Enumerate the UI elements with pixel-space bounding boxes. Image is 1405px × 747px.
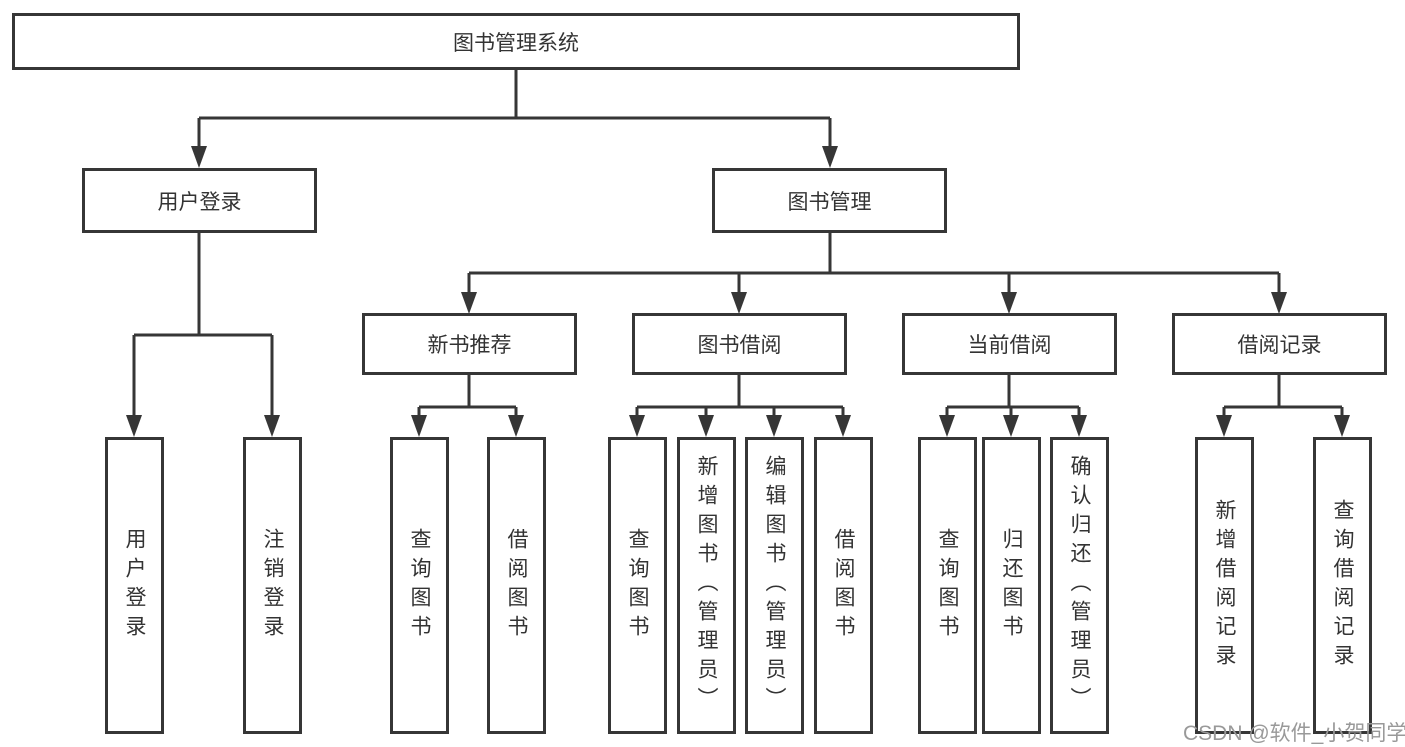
node-label: 借阅记录	[1237, 334, 1322, 357]
leaf-label: 用户登录	[123, 527, 146, 644]
arrowhead	[822, 146, 838, 168]
arrowhead	[1001, 292, 1017, 314]
leaf-label: 查询图书	[408, 527, 431, 644]
node-book-management: 图书管理	[712, 168, 947, 233]
connector-user-login-to-leaves	[132, 233, 274, 418]
leaf-edit-book-admin: 编辑图书（管理员）	[745, 437, 804, 734]
leaf-label: 确认归还（管理员）	[1068, 455, 1091, 716]
leaf-search-books: 查询图书	[390, 437, 449, 734]
arrowhead	[1071, 415, 1087, 437]
arrowhead	[461, 292, 477, 314]
node-label: 用户登录	[157, 190, 242, 214]
arrowhead	[629, 415, 645, 437]
connector-borrow-records-to-leaves	[1222, 375, 1344, 418]
leaf-borrow-books: 借阅图书	[814, 437, 873, 734]
arrowhead	[1003, 415, 1019, 437]
node-label: 图书管理系统	[453, 31, 579, 55]
connector-current-borrow-to-leaves	[945, 375, 1081, 418]
node-borrowing-records: 借阅记录	[1172, 313, 1387, 375]
leaf-add-book-admin: 新增图书（管理员）	[677, 437, 736, 734]
leaf-label: 查询借阅记录	[1331, 498, 1354, 673]
leaf-label: 借阅图书	[832, 527, 855, 644]
leaf-label: 注销登录	[261, 527, 284, 644]
leaf-logout: 注销登录	[243, 437, 302, 734]
arrowhead	[508, 415, 524, 437]
leaf-label: 编辑图书（管理员）	[763, 455, 786, 716]
node-label: 图书借阅	[697, 334, 782, 357]
arrowhead	[411, 415, 427, 437]
leaf-label: 查询图书	[626, 527, 649, 644]
arrowhead	[1334, 415, 1350, 437]
leaf-search-books: 查询图书	[608, 437, 667, 734]
arrowhead	[1271, 292, 1287, 314]
connector-root-to-level2	[197, 70, 832, 149]
arrowhead	[191, 146, 207, 168]
leaf-label: 归还图书	[1000, 527, 1023, 644]
node-label: 当前借阅	[967, 334, 1052, 357]
connector-book-management-to-level3	[467, 233, 1281, 295]
leaf-return-books: 归还图书	[982, 437, 1041, 734]
node-library-system: 图书管理系统	[12, 13, 1020, 70]
arrowhead	[698, 415, 714, 437]
arrowhead	[1216, 415, 1232, 437]
connector-book-borrow-to-leaves	[635, 375, 845, 418]
leaf-label: 新增图书（管理员）	[695, 455, 718, 716]
leaf-add-borrow-record: 新增借阅记录	[1195, 437, 1254, 734]
leaf-label: 借阅图书	[505, 527, 528, 644]
csdn-watermark: CSDN @软件_小贺同学	[1183, 722, 1405, 745]
arrowhead	[939, 415, 955, 437]
leaf-label: 新增借阅记录	[1213, 498, 1236, 673]
leaf-search-borrow-record: 查询借阅记录	[1313, 437, 1372, 734]
leaf-borrow-books: 借阅图书	[487, 437, 546, 734]
node-current-borrowing: 当前借阅	[902, 313, 1117, 375]
node-label: 新书推荐	[427, 334, 512, 357]
leaf-label: 查询图书	[936, 527, 959, 644]
arrowhead	[766, 415, 782, 437]
arrowhead	[126, 415, 142, 437]
arrowhead	[731, 292, 747, 314]
leaf-confirm-return-admin: 确认归还（管理员）	[1050, 437, 1109, 734]
leaf-user-login: 用户登录	[105, 437, 164, 734]
node-label: 图书管理	[787, 190, 872, 214]
arrowhead	[835, 415, 851, 437]
node-book-borrowing: 图书借阅	[632, 313, 847, 375]
leaf-search-books: 查询图书	[918, 437, 977, 734]
arrowhead	[264, 415, 280, 437]
node-user-login: 用户登录	[82, 168, 317, 233]
node-new-book-recommendation: 新书推荐	[362, 313, 577, 375]
connector-new-book-to-leaves	[417, 375, 518, 418]
